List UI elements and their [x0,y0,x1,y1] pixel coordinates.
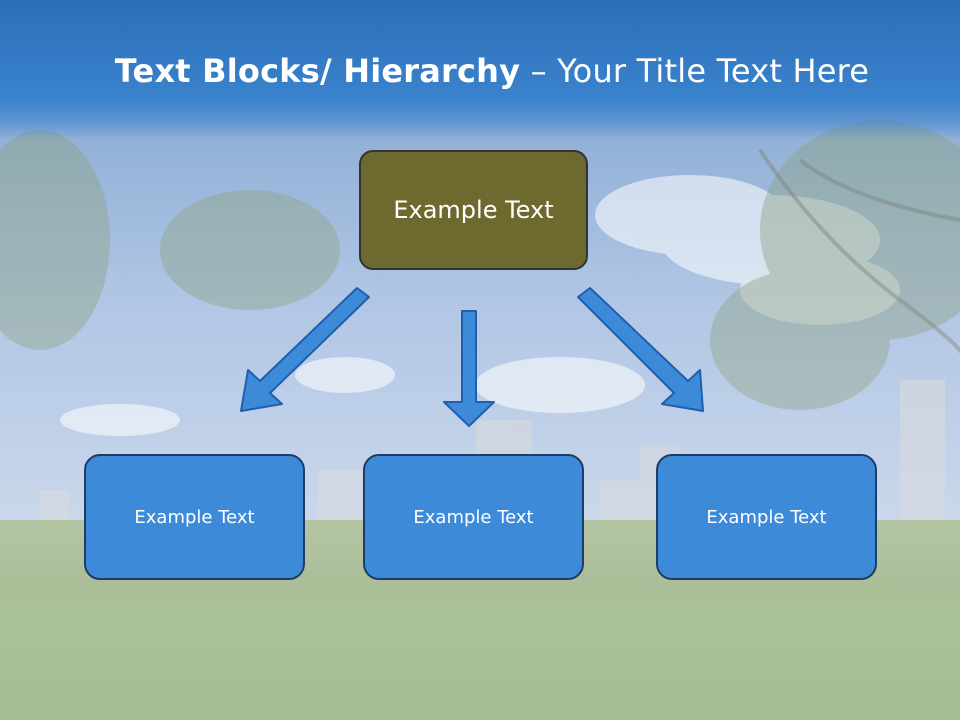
title-band [0,0,960,140]
child-node-label: Example Text [706,506,827,528]
child-node-label: Example Text [134,506,255,528]
child-node-1: Example Text [84,454,305,580]
slide-title: Text Blocks/ Hierarchy – Your Title Text… [0,52,960,90]
slide-title-bold: Text Blocks/ Hierarchy [114,52,521,90]
arrow-left [240,287,370,412]
slide-title-rest: – Your Title Text Here [520,52,870,90]
root-node-label: Example Text [393,196,554,224]
arrow-middle [443,310,495,427]
arrow-right [577,287,704,412]
lawn [0,600,960,720]
root-node: Example Text [359,150,588,270]
child-node-label: Example Text [413,506,534,528]
child-node-2: Example Text [363,454,584,580]
child-node-3: Example Text [656,454,877,580]
